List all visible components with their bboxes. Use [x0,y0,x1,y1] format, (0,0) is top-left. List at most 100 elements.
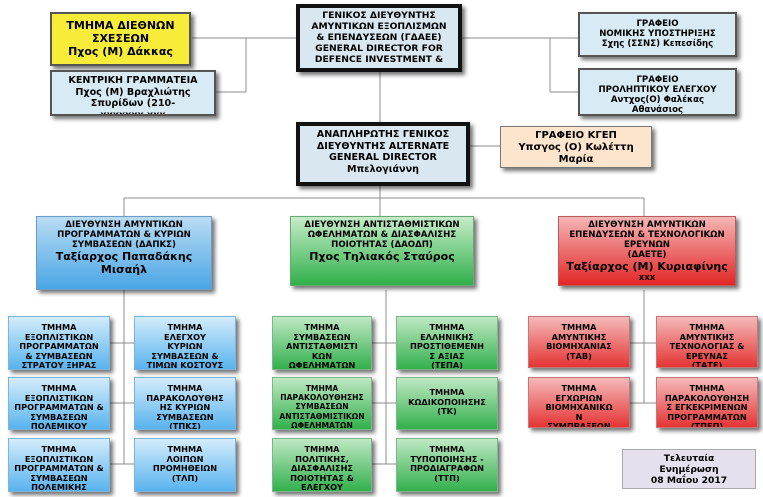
box-text-line: ΠΟΛΕΜΙΚΗΣ [31,482,87,492]
box-text-line: ΑΜΥΝΤΙΚΗΣ [551,331,607,342]
box-text-line: ΤΜΗΜΑ [304,444,340,454]
box-text-line: (ΤΤΠ) [434,472,460,483]
box-text-line: ΤΜΗΜΑ [429,322,465,332]
box-text-line: ΠΡΟΜΗΘΕΙΩΝ [152,463,218,474]
box-text-line: ΑΝΤΙΣΤΑΘΜΙΣΤΙ [286,341,358,352]
box-text-line: ΣΥΜΒΑΣΕΩΝ (ΔΑΠΚΣ) [72,240,176,250]
box-text-line: ΕΡΕΥΝΩΝ [624,240,670,250]
box-text-line: GENERAL DIRECTOR [329,152,437,163]
box-text-line: Σ ΕΓΚΕΚΡΙΜΕΝΩΝ [666,402,748,413]
box-text-line: Σ ΑΞΙΑΣ [429,350,465,361]
box-text-line: ΣΤΡΑΤΟΥ ΞΗΡΑΣ [21,360,97,370]
box-text-line: Υπσγος (Ο) Κωλέττη [518,142,634,153]
box-text-line: 08 Μαΐου 2017 [650,475,728,486]
box-text-line: ΒΙΟΜΗΧΑΝΙΚΩ [545,402,613,413]
box-text-line: ΤΜΗΜΑ [689,322,725,332]
box-text-line: ΑΜΥΝΤΙΚΗΣ [679,331,735,342]
box-text-line: ΕΛΕΓΧΟΥ [301,482,343,492]
box-text-line: ΣΥΜΒΑΣΕΩΝ [156,411,214,422]
box-text-line: ΠΟΙΟΤΗΤΑΣ & [290,472,354,483]
box-text-line: ΑΝΤΙΣΤΑΘΜΙΣΤΙΚΩΝ [279,411,365,421]
box-text-line: ΑΝΑΠΛΗΡΩΤΗΣ ΓΕΝΙΚΟΣ [316,129,450,140]
box-text-line: (ΤΚ) [437,406,457,417]
box-text-line: ΤΜΗΜΑ [41,444,77,454]
box-text-line: Ταξίαρχος Παπαδάκης [55,250,193,263]
box-text-line: ΔΙΕΥΘΥΝΣΗ ΑΜΥΝΤΙΚΩΝ [65,220,183,230]
box-text-line: ΠΡΟΓΡΑΜΜΑΤΩΝ & ΚΥΡΙΩΝ [57,230,191,240]
box-text-line: ΤΜΗΜΑ ΔΙΕΘΝΩΝ [66,19,175,32]
box-text-line: (ΔΑΕΤΕ) [627,250,667,260]
box-text-line: (ΤΑΤΕ) [691,360,723,368]
box-text-line: ΚΩΝ [311,350,333,361]
box-text-line: ΕΛΛΗΝΙΚΗΣ [420,331,474,342]
box-text-line: xxx [638,273,656,283]
box-text-line: ΠΡΟΓΡΑΜΜΑΤΩΝ & [14,402,104,413]
box-text-line: ΠΑΡΑΚΟΛΟΥΘΗΣΗ [664,392,750,403]
box-text-line: ΚΕΝΤΡΙΚΗ ΓΡΑΜΜΑΤΕΙΑ [68,75,198,86]
box-text-line: ΓΡΑΦΕΙΟ ΚΓΕΠ [535,130,617,141]
box-text-line: Αντχος(Ο) Φαλέκας [610,95,705,105]
box-text-line: ΠΑΡΑΚΟΛΟΥΘΗΣ [146,392,224,403]
box-text-line: ΕΞΟΠΛΙΣΤΙΚΩΝ [24,331,94,342]
box-text-line: ΔΙΕΥΘΥΝΣΗ ΑΜΥΝΤΙΚΩΝ [588,220,706,230]
box-text-line: ΤΥΠΟΠΟΙΗΣΗΣ - [410,453,484,464]
box-text-line: Τελευταία [663,453,715,464]
box-text-line: ΣΥΜΒΑΣΕΩΝ & [151,350,219,361]
box-text-line: ΕΓΧΩΡΙΩΝ [555,392,603,403]
box-text-line: ΤΜΗΜΑ [167,383,203,393]
box-text-line: ΒΙΟΜΗΧΑΝΙΑΣ [546,341,612,352]
box-text-line: xxxxxxx xxx [100,109,166,116]
box-text-line: (ΤΠΕΠ) [690,421,724,428]
box-text-line: ΤΜΗΜΑ [41,383,77,393]
box-text-line: (ΤΠΚΣ) [169,421,201,430]
box-text-line: ΩΦΕΛΗΜΑΤΩΝ (ΤΠΣΑΩ) [291,420,353,430]
box-text-line: ΣΥΜΠΡΑΞΕΩΝ [547,421,611,428]
box-text-line: ΠΡΟΛΗΠΤΙΚΟΥ ΕΛΕΓΧΟΥ [598,85,717,95]
box-text-line: ΠΡΟΓΡΑΜΜΑΤΩΝ [19,341,99,352]
box-text-line: ΤΜΗΜΑ [429,444,465,454]
box-text-line: ΚΩΔΙΚΟΠΟΙΗΣΗΣ [408,396,486,407]
box-text-line: ΕΠΕΝΔΥΣΕΩΝ & ΤΕΧΝΟΛΟΓΙΚΩΝ [569,230,725,240]
box-text-line: & ΣΥΜΒΑΣΕΩΝ [25,350,93,361]
box-text-line: GENERAL DIRECTOR FOR [315,43,443,54]
box-text-line: (ΤΛΠ) [171,472,199,483]
box-text-line: ΣΥΜΒΑΣΕΩΝ [30,472,88,483]
box-text-line: ΣΧΕΣΕΩΝ [91,32,150,45]
box-text-line: ΝΟΜΙΚΗΣ ΥΠΟΣΤΗΡΙΞΗΣ [599,29,716,39]
box-text-line: ΤΜΗΜΑ [561,322,597,332]
box-text-line: ΓΕΝΙΚΟΣ ΔΙΕΥΘΥΝΤΗΣ [322,10,436,21]
box-text-line: ΔΙΑΣΦΑΛΙΣΗΣ [290,463,354,474]
box-text-line: ΓΡΑΦΕΙΟ [636,19,679,29]
box-text-line: ΤΜΗΜΑ [561,383,597,393]
box-text-line: ΕΛΕΓΧΟΥ [164,331,206,342]
box-text-line: ΠΡΟΔΙΑΓΡΑΦΩΝ [410,463,484,474]
box-text-line: Μπελογιάννη [347,163,419,175]
